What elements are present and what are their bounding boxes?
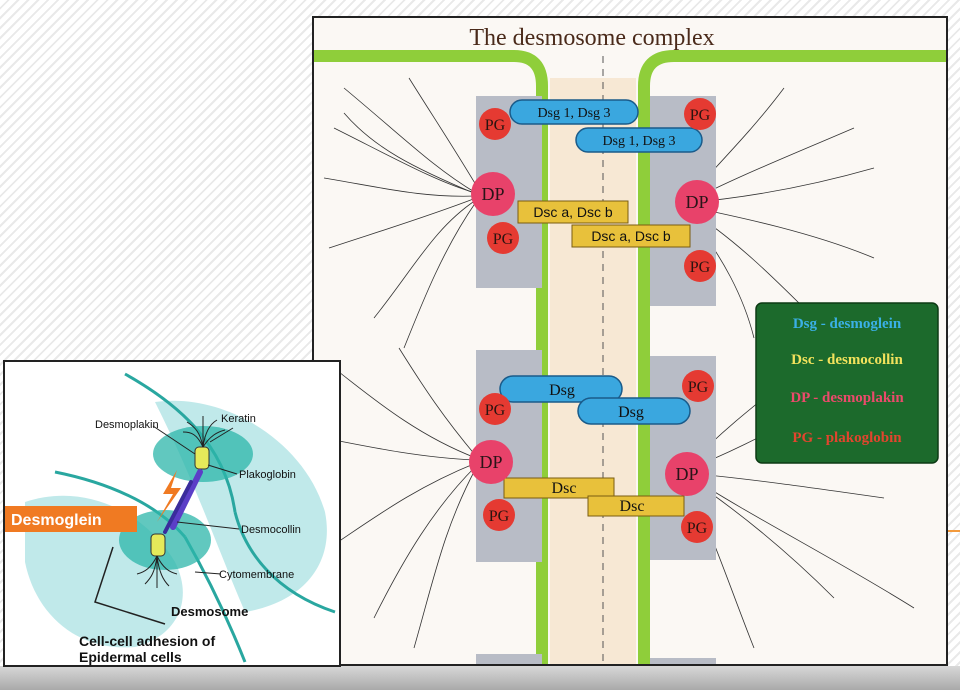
dsc-label-lower: Dsc bbox=[620, 498, 645, 515]
keratin-tuft-upper bbox=[182, 416, 226, 448]
left-cell-membrane bbox=[314, 50, 548, 664]
pg-label: PG bbox=[489, 508, 510, 525]
dp-label: DP bbox=[479, 452, 502, 472]
inset-label-desmosome: Desmosome bbox=[171, 604, 248, 619]
upper-plaque-protein bbox=[194, 446, 210, 470]
dsg13-label-lower: Dsg 1, Dsg 3 bbox=[602, 134, 675, 149]
plaque-next-right bbox=[650, 658, 716, 664]
legend: Dsg - desmoglein Dsc - desmocollin DP - … bbox=[755, 302, 939, 464]
dsg13-bar-lower bbox=[575, 127, 703, 153]
keratin-tuft-lower bbox=[136, 555, 178, 588]
dp-label: DP bbox=[685, 192, 708, 212]
legend-item-dsc: Dsc - desmocollin bbox=[791, 352, 903, 368]
right-cell-membrane bbox=[638, 50, 946, 664]
inset-label-desmocollin: Desmocollin bbox=[241, 524, 301, 536]
dsc-bar-lower bbox=[587, 495, 685, 517]
lower-plaque-protein bbox=[150, 533, 166, 557]
pg-label: PG bbox=[690, 107, 711, 124]
inset-label-desmoplakin: Desmoplakin bbox=[95, 419, 159, 431]
dsg-bar-upper bbox=[499, 375, 623, 403]
cell-outline-right bbox=[233, 511, 336, 614]
pg-label: PG bbox=[485, 117, 506, 134]
dsg13-bar-upper bbox=[509, 99, 639, 125]
bottom-band bbox=[0, 666, 960, 690]
dscab-bar-upper bbox=[517, 200, 629, 224]
epidermal-adhesion-inset: Desmoplakin Keratin Plakoglobin Desmocol… bbox=[3, 360, 341, 667]
pg-label: PG bbox=[485, 402, 506, 419]
accent-line bbox=[945, 530, 960, 532]
dsc-label-upper: Dsc bbox=[552, 480, 577, 497]
inset-caption-line2: Epidermal cells bbox=[79, 649, 182, 665]
diagram-title: The desmosome complex bbox=[469, 25, 714, 51]
desmocollin-molecule bbox=[163, 480, 193, 534]
pg-label: PG bbox=[493, 231, 514, 248]
pg-label: PG bbox=[688, 379, 709, 396]
intercellular-space bbox=[550, 78, 636, 664]
dp-label: DP bbox=[675, 464, 698, 484]
desmoglein-callout bbox=[5, 506, 137, 532]
leader-lines bbox=[152, 425, 240, 575]
dsg-bar-lower bbox=[577, 397, 691, 425]
desmosome-diagram: Dsg 1, Dsg 3 Dsg 1, Dsg 3 Dsc a, Dsc b D… bbox=[312, 16, 948, 666]
dsg13-label-upper: Dsg 1, Dsg 3 bbox=[537, 106, 610, 121]
pg-label: PG bbox=[690, 259, 711, 276]
legend-item-dsg: Dsg - desmoglein bbox=[793, 316, 902, 332]
inset-label-cytomembrane: Cytomembrane bbox=[219, 569, 294, 581]
dscab-label-lower: Dsc a, Dsc b bbox=[591, 228, 671, 244]
dsc-bar-upper bbox=[503, 477, 615, 499]
dsg-label-lower: Dsg bbox=[618, 404, 644, 421]
desmoglein-molecule bbox=[170, 469, 203, 530]
legend-item-pg: PG - plakoglobin bbox=[792, 430, 902, 446]
dscab-label-upper: Dsc a, Dsc b bbox=[533, 204, 613, 220]
pg-label: PG bbox=[687, 520, 708, 537]
dscab-bar-lower bbox=[571, 224, 691, 248]
legend-item-dp: DP - desmoplakin bbox=[790, 390, 904, 406]
dp-label: DP bbox=[481, 184, 504, 204]
desmoglein-callout-text: Desmoglein bbox=[11, 512, 102, 529]
dp-circles bbox=[469, 172, 719, 496]
inset-label-keratin: Keratin bbox=[221, 413, 256, 425]
dsg-label-upper: Dsg bbox=[549, 382, 575, 399]
pg-circles bbox=[479, 98, 716, 543]
plaque-next-left bbox=[476, 654, 542, 664]
inset-label-plakoglobin: Plakoglobin bbox=[239, 469, 296, 481]
desmosome-bracket bbox=[94, 546, 166, 625]
inset-caption-line1: Cell-cell adhesion of bbox=[79, 633, 215, 649]
